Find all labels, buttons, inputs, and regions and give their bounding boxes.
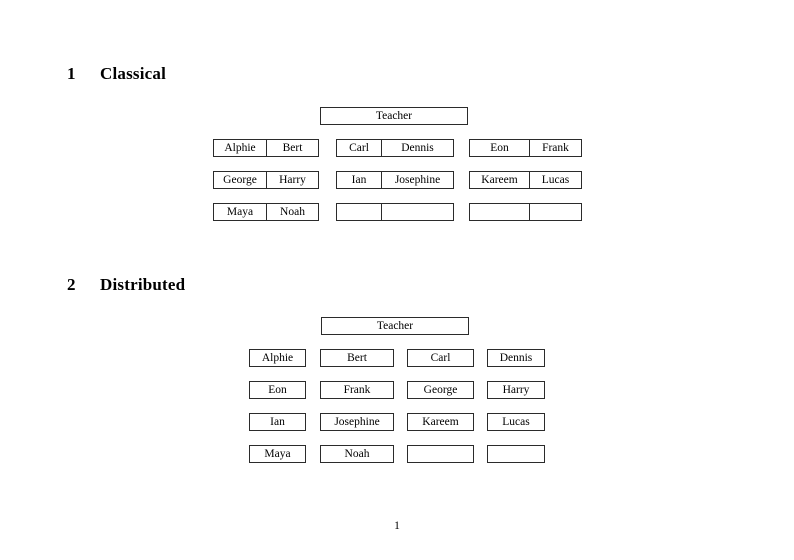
student-cell: Alphie	[213, 139, 266, 157]
empty-cell	[469, 203, 529, 221]
student-cell: Noah	[266, 203, 319, 221]
student-cell: Ian	[249, 413, 306, 431]
student-cell: Lucas	[529, 171, 582, 189]
student-cell: Maya	[213, 203, 266, 221]
table-row	[336, 203, 454, 221]
table-row: Ian Josephine Kareem Lucas	[0, 413, 794, 431]
student-cell: Alphie	[249, 349, 306, 367]
student-cell: Eon	[249, 381, 306, 399]
student-cell: Carl	[407, 349, 474, 367]
student-cell: Lucas	[487, 413, 545, 431]
student-cell: Bert	[266, 139, 319, 157]
student-cell: Dennis	[487, 349, 545, 367]
student-cell: Carl	[336, 139, 381, 157]
page-number: 1	[394, 520, 400, 532]
empty-cell	[381, 203, 454, 221]
student-cell: Kareem	[407, 413, 474, 431]
student-cell: George	[407, 381, 474, 399]
table-row: Maya Noah	[0, 445, 794, 463]
student-cell: Frank	[529, 139, 582, 157]
student-cell: Bert	[320, 349, 394, 367]
section-title: Distributed	[100, 275, 186, 294]
teacher-box-classical: Teacher	[320, 107, 468, 125]
student-cell: Ian	[336, 171, 381, 189]
student-cell: Harry	[266, 171, 319, 189]
section-heading-classical: 1 Classical	[67, 64, 166, 84]
empty-cell	[336, 203, 381, 221]
student-cell: Harry	[487, 381, 545, 399]
empty-cell	[407, 445, 474, 463]
empty-cell	[487, 445, 545, 463]
section-heading-distributed: 2 Distributed	[67, 275, 185, 295]
section-number: 2	[67, 275, 76, 294]
student-cell: George	[213, 171, 266, 189]
student-cell: Noah	[320, 445, 394, 463]
table-row	[469, 203, 582, 221]
student-cell: Josephine	[381, 171, 454, 189]
student-cell: Dennis	[381, 139, 454, 157]
student-cell: Kareem	[469, 171, 529, 189]
section-number: 1	[67, 64, 76, 83]
empty-cell	[529, 203, 582, 221]
student-cell: Josephine	[320, 413, 394, 431]
student-cell: Eon	[469, 139, 529, 157]
teacher-box-distributed: Teacher	[321, 317, 469, 335]
section-title: Classical	[100, 64, 167, 83]
student-cell: Maya	[249, 445, 306, 463]
table-row: Eon Frank George Harry	[0, 381, 794, 399]
student-cell: Frank	[320, 381, 394, 399]
table-row: Alphie Bert Carl Dennis	[0, 349, 794, 367]
